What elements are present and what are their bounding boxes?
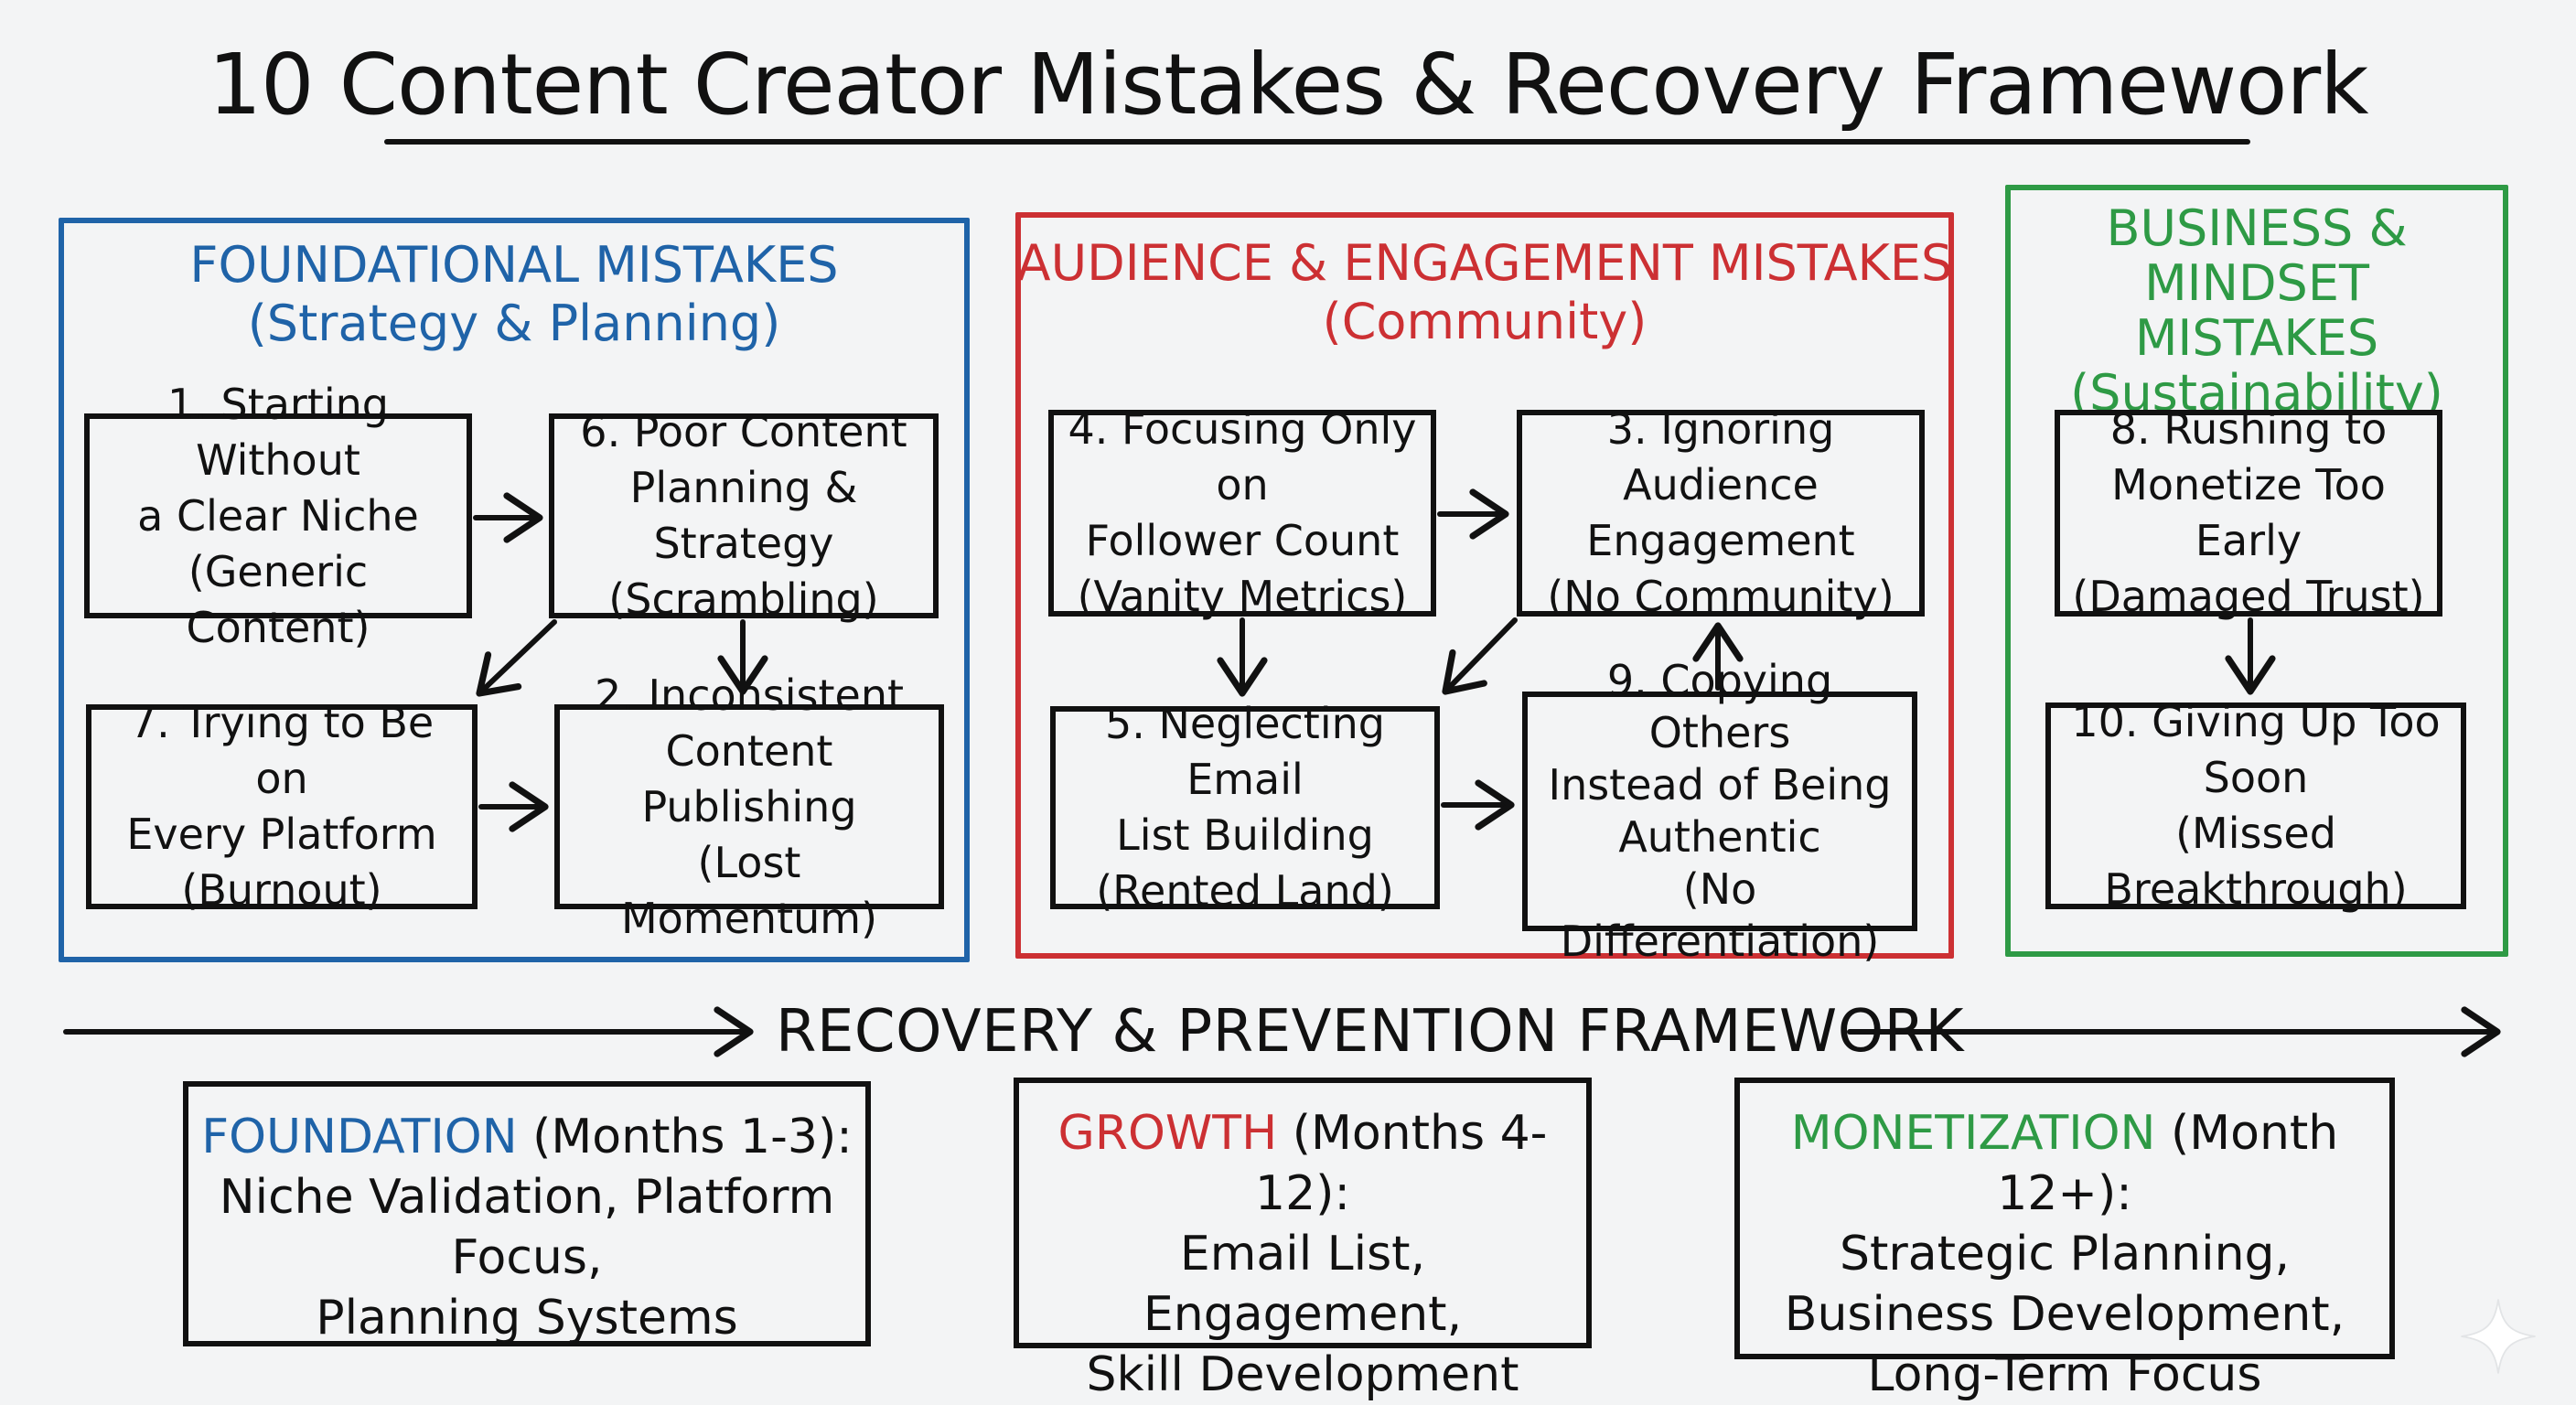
phase-growth-items: Email List, Engagement, Skill Developmen… (1086, 1227, 1519, 1402)
phase-monetization-period: (Month 12+): (1997, 1106, 2339, 1221)
foundational-subheading: (Strategy & Planning) (247, 295, 781, 352)
phase-growth-period: (Months 4-12): (1255, 1106, 1548, 1221)
audience-subheading: (Community) (1322, 293, 1648, 350)
mistake-box-3: 3. Ignoring Audience Engagement (No Comm… (1517, 404, 1925, 621)
mistake-box-1: 1. Starting Without a Clear Niche (Gener… (84, 380, 472, 652)
phase-growth: GROWTH (Months 4-12): Email List, Engage… (1014, 1078, 1592, 1402)
mistake-box-1-text: 1. Starting Without a Clear Niche (Gener… (137, 379, 419, 652)
mistake-box-4: 4. Focusing Only on Follower Count (Vani… (1048, 404, 1436, 621)
page-title: 10 Content Creator Mistakes & Recovery F… (208, 36, 2368, 134)
mistake-box-6: 6. Poor Content Planning & Strategy (Scr… (549, 407, 939, 624)
framework-label: RECOVERY & PREVENTION FRAMEWORK (776, 998, 1964, 1066)
mistake-box-3-text: 3. Ignoring Audience Engagement (No Comm… (1547, 404, 1894, 621)
mistake-box-6-text: 6. Poor Content Planning & Strategy (Scr… (580, 407, 907, 624)
foundational-heading-text: FOUNDATIONAL MISTAKES (189, 236, 839, 294)
mistake-box-2-text: 2. Inconsistent Content Publishing (Lost… (594, 670, 905, 943)
mistake-box-10-text: 10. Giving Up Too Soon (Missed Breakthro… (2071, 697, 2441, 914)
mistake-box-7-text: 7. Trying to Be on Every Platform (Burno… (126, 698, 437, 915)
mistake-box-4-text: 4. Focusing Only on Follower Count (Vani… (1068, 404, 1417, 621)
panel-audience-heading: AUDIENCE & ENGAGEMENT MISTAKES (Communit… (1015, 234, 1954, 351)
phase-foundation: FOUNDATION (Months 1-3): Niche Validatio… (183, 1081, 871, 1346)
panel-foundational-mistakes (59, 218, 970, 962)
phase-monetization: MONETIZATION (Month 12+): Strategic Plan… (1734, 1078, 2395, 1402)
phase-foundation-period: (Months 1-3): (517, 1110, 853, 1164)
mistake-box-8-text: 8. Rushing to Monetize Too Early (Damage… (2072, 404, 2425, 621)
phase-foundation-items: Niche Validation, Platform Focus, Planni… (219, 1170, 835, 1346)
panel-foundational-heading: FOUNDATIONAL MISTAKES (Strategy & Planni… (59, 236, 970, 353)
panel-business-mistakes (2005, 185, 2508, 957)
mistake-box-2: 2. Inconsistent Content Publishing (Lost… (554, 670, 944, 943)
mistake-box-7: 7. Trying to Be on Every Platform (Burno… (86, 698, 478, 915)
sparkle-icon (2461, 1299, 2536, 1374)
phase-foundation-name: FOUNDATION (201, 1110, 518, 1164)
mistake-box-5: 5. Neglecting Email List Building (Rente… (1050, 699, 1440, 916)
business-heading-text: BUSINESS & MINDSET MISTAKES (2106, 199, 2408, 367)
mistake-box-5-text: 5. Neglecting Email List Building (Rente… (1096, 699, 1394, 916)
panel-audience-mistakes (1015, 212, 1954, 959)
phase-monetization-items: Strategic Planning, Business Development… (1784, 1227, 2345, 1402)
mistake-box-9-text: 9. Copying Others Instead of Being Authe… (1548, 656, 1892, 966)
mistake-box-10: 10. Giving Up Too Soon (Missed Breakthro… (2045, 697, 2466, 914)
mistake-box-9: 9. Copying Others Instead of Being Authe… (1522, 656, 1917, 966)
title-underline (384, 139, 2250, 145)
panel-business-heading: BUSINESS & MINDSET MISTAKES (Sustainabil… (2005, 201, 2508, 421)
audience-heading-text: AUDIENCE & ENGAGEMENT MISTAKES (1016, 234, 1953, 292)
mistake-box-8: 8. Rushing to Monetize Too Early (Damage… (2055, 404, 2442, 621)
phase-monetization-name: MONETIZATION (1790, 1106, 2156, 1161)
phase-growth-name: GROWTH (1057, 1106, 1278, 1161)
